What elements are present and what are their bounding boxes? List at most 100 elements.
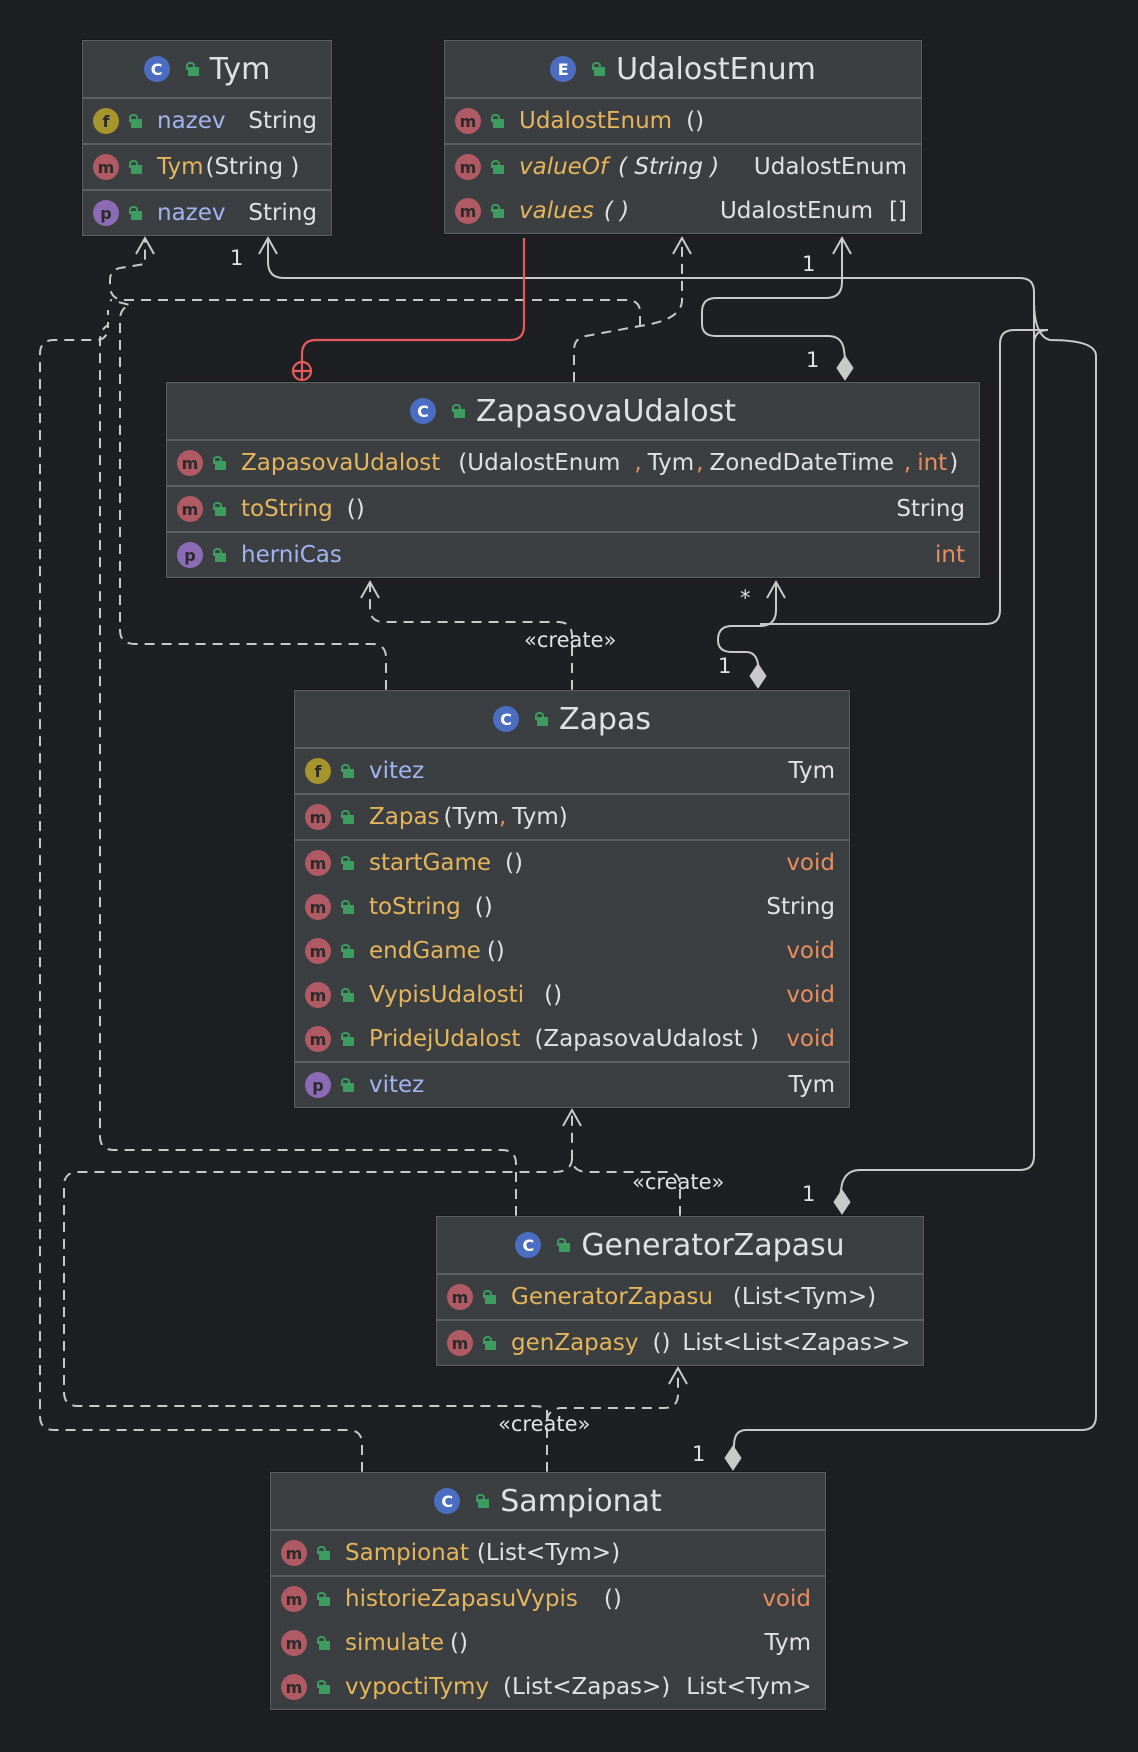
method-row[interactable]: m toString () String [167,487,979,531]
public-icon [317,1546,331,1560]
create-label-gen-zapas: «create» [632,1170,725,1194]
member-name: simulate [345,1630,445,1656]
param-close: ) [949,450,959,476]
method-icon: m [281,1630,307,1656]
member-param: ZonedDateTime [709,450,894,476]
enum-udalostenum[interactable]: E UdalostEnum m UdalostEnum () m valueOf… [444,40,922,234]
edge-zapasovaudalost-enum [701,238,846,359]
method-row[interactable]: m VypisUdalosti () void [295,973,849,1017]
public-icon [483,1336,497,1350]
member-params: (List<Tym>) [732,1284,877,1310]
method-row[interactable]: m toString () String [295,885,849,929]
public-icon [213,456,227,470]
member-params: ( ) [603,198,630,224]
member-name: Zapas [369,804,440,830]
public-icon [491,160,505,174]
constructor-row[interactable]: m Tym (String ) [83,145,331,189]
member-params: () [603,1586,622,1612]
member-params: () [346,496,365,522]
member-type: int [935,542,965,568]
method-row[interactable]: m historieZapasuVypis () void [271,1577,825,1621]
member-name: Sampionat [345,1540,469,1566]
class-generatorzapasu[interactable]: C GeneratorZapasu m GeneratorZapasu (Lis… [436,1216,924,1366]
public-icon [341,1078,355,1092]
class-icon: C [143,56,170,82]
constructor-row[interactable]: m UdalostEnum () [445,99,921,143]
public-icon [341,1032,355,1046]
public-icon [317,1636,331,1650]
member-name: Tym [157,154,204,180]
field-row[interactable]: f vitez Tym [295,749,849,793]
member-params: ( String ) [618,154,720,180]
member-name: herniCas [241,542,342,568]
member-param: Tym) [512,804,568,830]
edge-sampionat-to-tym [39,325,363,1472]
method-row[interactable]: m genZapasy () List<List<Zapas>> [437,1321,923,1365]
member-name: historieZapasuVypis [345,1586,578,1612]
member-name: startGame [369,850,492,876]
member-type: String [248,200,317,226]
class-name: ZapasovaUdalost [476,393,736,429]
member-params: (ZapasovaUdalost ) [534,1026,760,1052]
constructor-row[interactable]: m Sampionat (List<Tym>) [271,1531,825,1575]
member-name: nazev [157,108,226,134]
property-row[interactable]: p vitez Tym [295,1063,849,1107]
public-icon [341,900,355,914]
method-row[interactable]: m endGame () void [295,929,849,973]
class-name: Sampionat [500,1483,662,1519]
field-row[interactable]: f nazev String [83,99,331,143]
property-icon: p [305,1072,331,1098]
field-icon: f [93,108,119,134]
public-icon [129,206,143,220]
method-icon: m [305,894,331,920]
member-return: String [896,496,965,522]
method-row[interactable]: m valueOf ( String ) UdalostEnum [445,145,921,189]
member-name: vitez [369,1072,425,1098]
member-name: VypisUdalosti [369,982,525,1008]
member-return: List<List<Zapas>> [682,1330,911,1356]
class-name: Zapas [559,701,651,737]
member-params: () [450,1630,468,1656]
enum-icon: E [550,56,577,82]
class-sampionat[interactable]: C Sampionat m Sampionat (List<Tym>) m hi… [270,1472,826,1710]
member-name: ZapasovaUdalost [241,450,441,476]
multiplicity-gen: 1 [802,1182,816,1206]
param-type: int [917,450,948,476]
class-header: C ZapasovaUdalost [167,383,979,441]
method-row[interactable]: m PridejUdalost (ZapasovaUdalost ) void [295,1017,849,1061]
public-icon [185,62,200,76]
create-label-samp-gen: «create» [498,1412,591,1436]
member-name: vypoctiTymy [345,1674,490,1700]
constructor-row[interactable]: m Zapas (Tym , Tym) [295,795,849,839]
member-name: toString [241,496,333,522]
class-header: C Zapas [295,691,849,749]
class-icon: C [434,1488,461,1514]
constructor-row[interactable]: m ZapasovaUdalost (UdalostEnum , Tym , Z… [167,441,979,485]
method-row[interactable]: m startGame () void [295,841,849,885]
class-name: GeneratorZapasu [581,1227,845,1263]
property-row[interactable]: p herniCas int [167,533,979,577]
class-header: C GeneratorZapasu [437,1217,923,1275]
property-icon: p [177,542,203,568]
member-type: Tym [788,758,835,784]
edge-inner-class-enum [300,238,526,362]
public-icon [476,1494,490,1508]
method-row[interactable]: m simulate () Tym [271,1621,825,1665]
class-zapas[interactable]: C Zapas f vitez Tym m Zapas (Tym , Tym) … [294,690,850,1108]
member-name: nazev [157,200,226,226]
class-zapasovaudalost[interactable]: C ZapasovaUdalost m ZapasovaUdalost (Uda… [166,382,980,578]
method-row[interactable]: m vypoctiTymy (List<Zapas>) List<Tym> [271,1665,825,1709]
member-params: () [544,982,563,1008]
member-name: endGame [369,938,481,964]
method-icon: m [447,1284,473,1310]
param-separator: , [634,450,642,476]
method-icon: m [305,804,331,830]
member-name: GeneratorZapasu [511,1284,713,1310]
property-row[interactable]: p nazev String [83,191,331,235]
constructor-row[interactable]: m GeneratorZapasu (List<Tym>) [437,1275,923,1319]
member-return: Tym [764,1630,811,1656]
class-tym[interactable]: C Tym f nazev String m Tym (String ) p n… [82,40,332,236]
public-icon [317,1680,331,1694]
method-row[interactable]: m values ( ) UdalostEnum [] [445,189,921,233]
